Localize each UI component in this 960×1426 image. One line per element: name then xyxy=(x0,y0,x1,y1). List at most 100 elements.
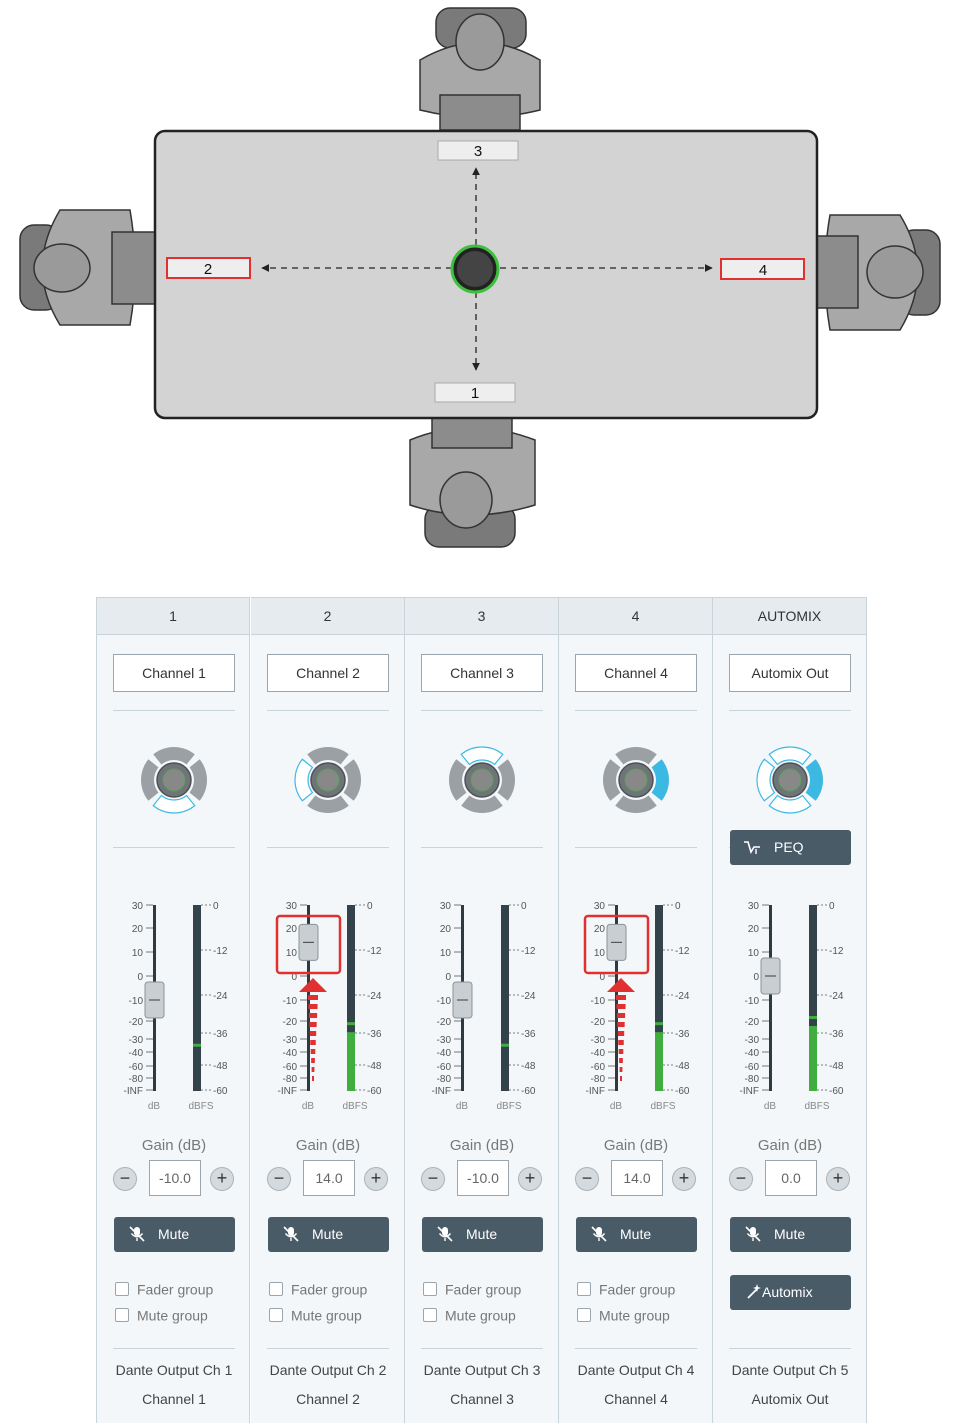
room-diagram: 3 2 4 1 xyxy=(19,7,941,548)
strip-header: AUTOMIX xyxy=(713,597,866,635)
arrow-dash xyxy=(619,1067,623,1072)
mute-button[interactable]: Mute xyxy=(268,1217,389,1252)
channel-name-field[interactable]: Channel 4 xyxy=(575,654,697,692)
dbfs-unit-label: dBFS xyxy=(496,1101,521,1112)
gain-input[interactable]: 14.0 xyxy=(303,1160,355,1196)
checkbox[interactable] xyxy=(115,1308,129,1323)
level-meter xyxy=(501,905,509,1091)
gain-increase-button[interactable]: + xyxy=(210,1167,234,1191)
gain-input[interactable]: -10.0 xyxy=(457,1160,509,1196)
checkbox[interactable] xyxy=(115,1282,129,1297)
gain-fader-meter[interactable]: 3020100-10-20-30-40-60-80-INF0-12-24-36-… xyxy=(405,897,559,1122)
mute-label: Mute xyxy=(158,1226,190,1242)
divider xyxy=(421,1348,543,1349)
gain-fader-meter[interactable]: 3020100-10-20-30-40-60-80-INF0-12-24-36-… xyxy=(559,897,713,1122)
gain-fader-meter[interactable]: 3020100-10-20-30-40-60-80-INF0-12-24-36-… xyxy=(713,897,867,1122)
db-tick-label: -20 xyxy=(591,1017,606,1028)
db-tick-label: 20 xyxy=(132,924,144,935)
arrow-dash xyxy=(311,1067,315,1072)
gain-decrease-button[interactable]: − xyxy=(267,1167,291,1191)
db-tick-label: -60 xyxy=(745,1062,760,1073)
gain-decrease-button[interactable]: − xyxy=(113,1167,137,1191)
checkbox[interactable] xyxy=(423,1282,437,1297)
mute-label: Mute xyxy=(466,1226,498,1242)
up-arrow-icon xyxy=(299,978,327,992)
mute-group-checkbox[interactable]: Mute group xyxy=(115,1306,208,1326)
db-tick-label: -30 xyxy=(283,1035,298,1046)
gain-input[interactable]: 14.0 xyxy=(611,1160,663,1196)
checkbox[interactable] xyxy=(269,1308,283,1323)
strip-header: 3 xyxy=(405,597,558,635)
meter-level-fill xyxy=(655,1032,663,1091)
lobe-segment-bottom xyxy=(461,795,503,813)
gain-increase-button[interactable]: + xyxy=(364,1167,388,1191)
meter-peak xyxy=(193,1043,201,1047)
gain-decrease-button[interactable]: − xyxy=(575,1167,599,1191)
gain-increase-button[interactable]: + xyxy=(672,1167,696,1191)
mic-center-ring xyxy=(316,768,340,792)
divider xyxy=(267,710,389,711)
lobe-segment-top xyxy=(460,746,504,766)
db-tick-label: 30 xyxy=(594,901,606,912)
db-tick-label: -INF xyxy=(124,1086,143,1097)
mute-group-checkbox[interactable]: Mute group xyxy=(423,1306,516,1326)
gain-input[interactable]: 0.0 xyxy=(765,1160,817,1196)
mute-group-checkbox[interactable]: Mute group xyxy=(577,1306,670,1326)
fader-group-checkbox[interactable]: Fader group xyxy=(423,1280,521,1300)
mute-button[interactable]: Mute xyxy=(576,1217,697,1252)
db-tick-label: -40 xyxy=(591,1048,606,1059)
peq-button[interactable]: PEQ xyxy=(730,830,851,865)
channel-name-field[interactable]: Channel 3 xyxy=(421,654,543,692)
meter-peak xyxy=(655,1022,663,1026)
arrow-dash xyxy=(616,1013,626,1018)
fader-group-label: Fader group xyxy=(599,1281,676,1298)
db-tick-label: -INF xyxy=(740,1086,759,1097)
checkbox[interactable] xyxy=(423,1308,437,1323)
channel-name-field[interactable]: Automix Out xyxy=(729,654,851,692)
db-tick-label: 20 xyxy=(440,924,452,935)
gain-decrease-button[interactable]: − xyxy=(729,1167,753,1191)
channel-name-field[interactable]: Channel 1 xyxy=(113,654,235,692)
dbfs-tick-label: -12 xyxy=(675,946,690,957)
channel-name-field[interactable]: Channel 2 xyxy=(267,654,389,692)
dbfs-tick-label: 0 xyxy=(521,901,527,912)
dbfs-unit-label: dBFS xyxy=(188,1101,213,1112)
db-unit-label: dB xyxy=(148,1101,161,1112)
lobe-segment-left xyxy=(294,758,314,802)
arrow-dash xyxy=(308,1013,318,1018)
fader-group-checkbox[interactable]: Fader group xyxy=(577,1280,675,1300)
gain-input[interactable]: -10.0 xyxy=(149,1160,201,1196)
gain-fader-meter[interactable]: 3020100-10-20-30-40-60-80-INF0-12-24-36-… xyxy=(97,897,251,1122)
db-tick-label: -10 xyxy=(745,996,760,1007)
lobe-selector[interactable] xyxy=(445,743,519,817)
checkbox[interactable] xyxy=(269,1282,283,1297)
svg-text:2: 2 xyxy=(204,261,212,278)
checkbox[interactable] xyxy=(577,1282,591,1297)
mute-group-checkbox[interactable]: Mute group xyxy=(269,1306,362,1326)
dbfs-tick-label: 0 xyxy=(829,901,835,912)
gain-decrease-button[interactable]: − xyxy=(421,1167,445,1191)
gain-increase-button[interactable]: + xyxy=(826,1167,850,1191)
divider xyxy=(113,710,235,711)
lobe-selector[interactable] xyxy=(291,743,365,817)
lobe-selector[interactable] xyxy=(753,743,827,817)
gain-fader-meter[interactable]: 3020100-10-20-30-40-60-80-INF0-12-24-36-… xyxy=(251,897,405,1122)
checkbox[interactable] xyxy=(577,1308,591,1323)
mute-label: Mute xyxy=(312,1226,344,1242)
mute-button[interactable]: Mute xyxy=(114,1217,235,1252)
dbfs-tick-label: 0 xyxy=(675,901,681,912)
mute-group-label: Mute group xyxy=(291,1307,362,1324)
lobe-selector[interactable] xyxy=(599,743,673,817)
gain-increase-button[interactable]: + xyxy=(518,1167,542,1191)
dbfs-tick-label: -24 xyxy=(829,991,844,1002)
fader-group-checkbox[interactable]: Fader group xyxy=(269,1280,367,1300)
lobe-selector[interactable] xyxy=(137,743,211,817)
mute-button[interactable]: Mute xyxy=(730,1217,851,1252)
fader-group-checkbox[interactable]: Fader group xyxy=(115,1280,213,1300)
automix-button[interactable]: Automix xyxy=(730,1275,851,1310)
mute-button[interactable]: Mute xyxy=(422,1217,543,1252)
